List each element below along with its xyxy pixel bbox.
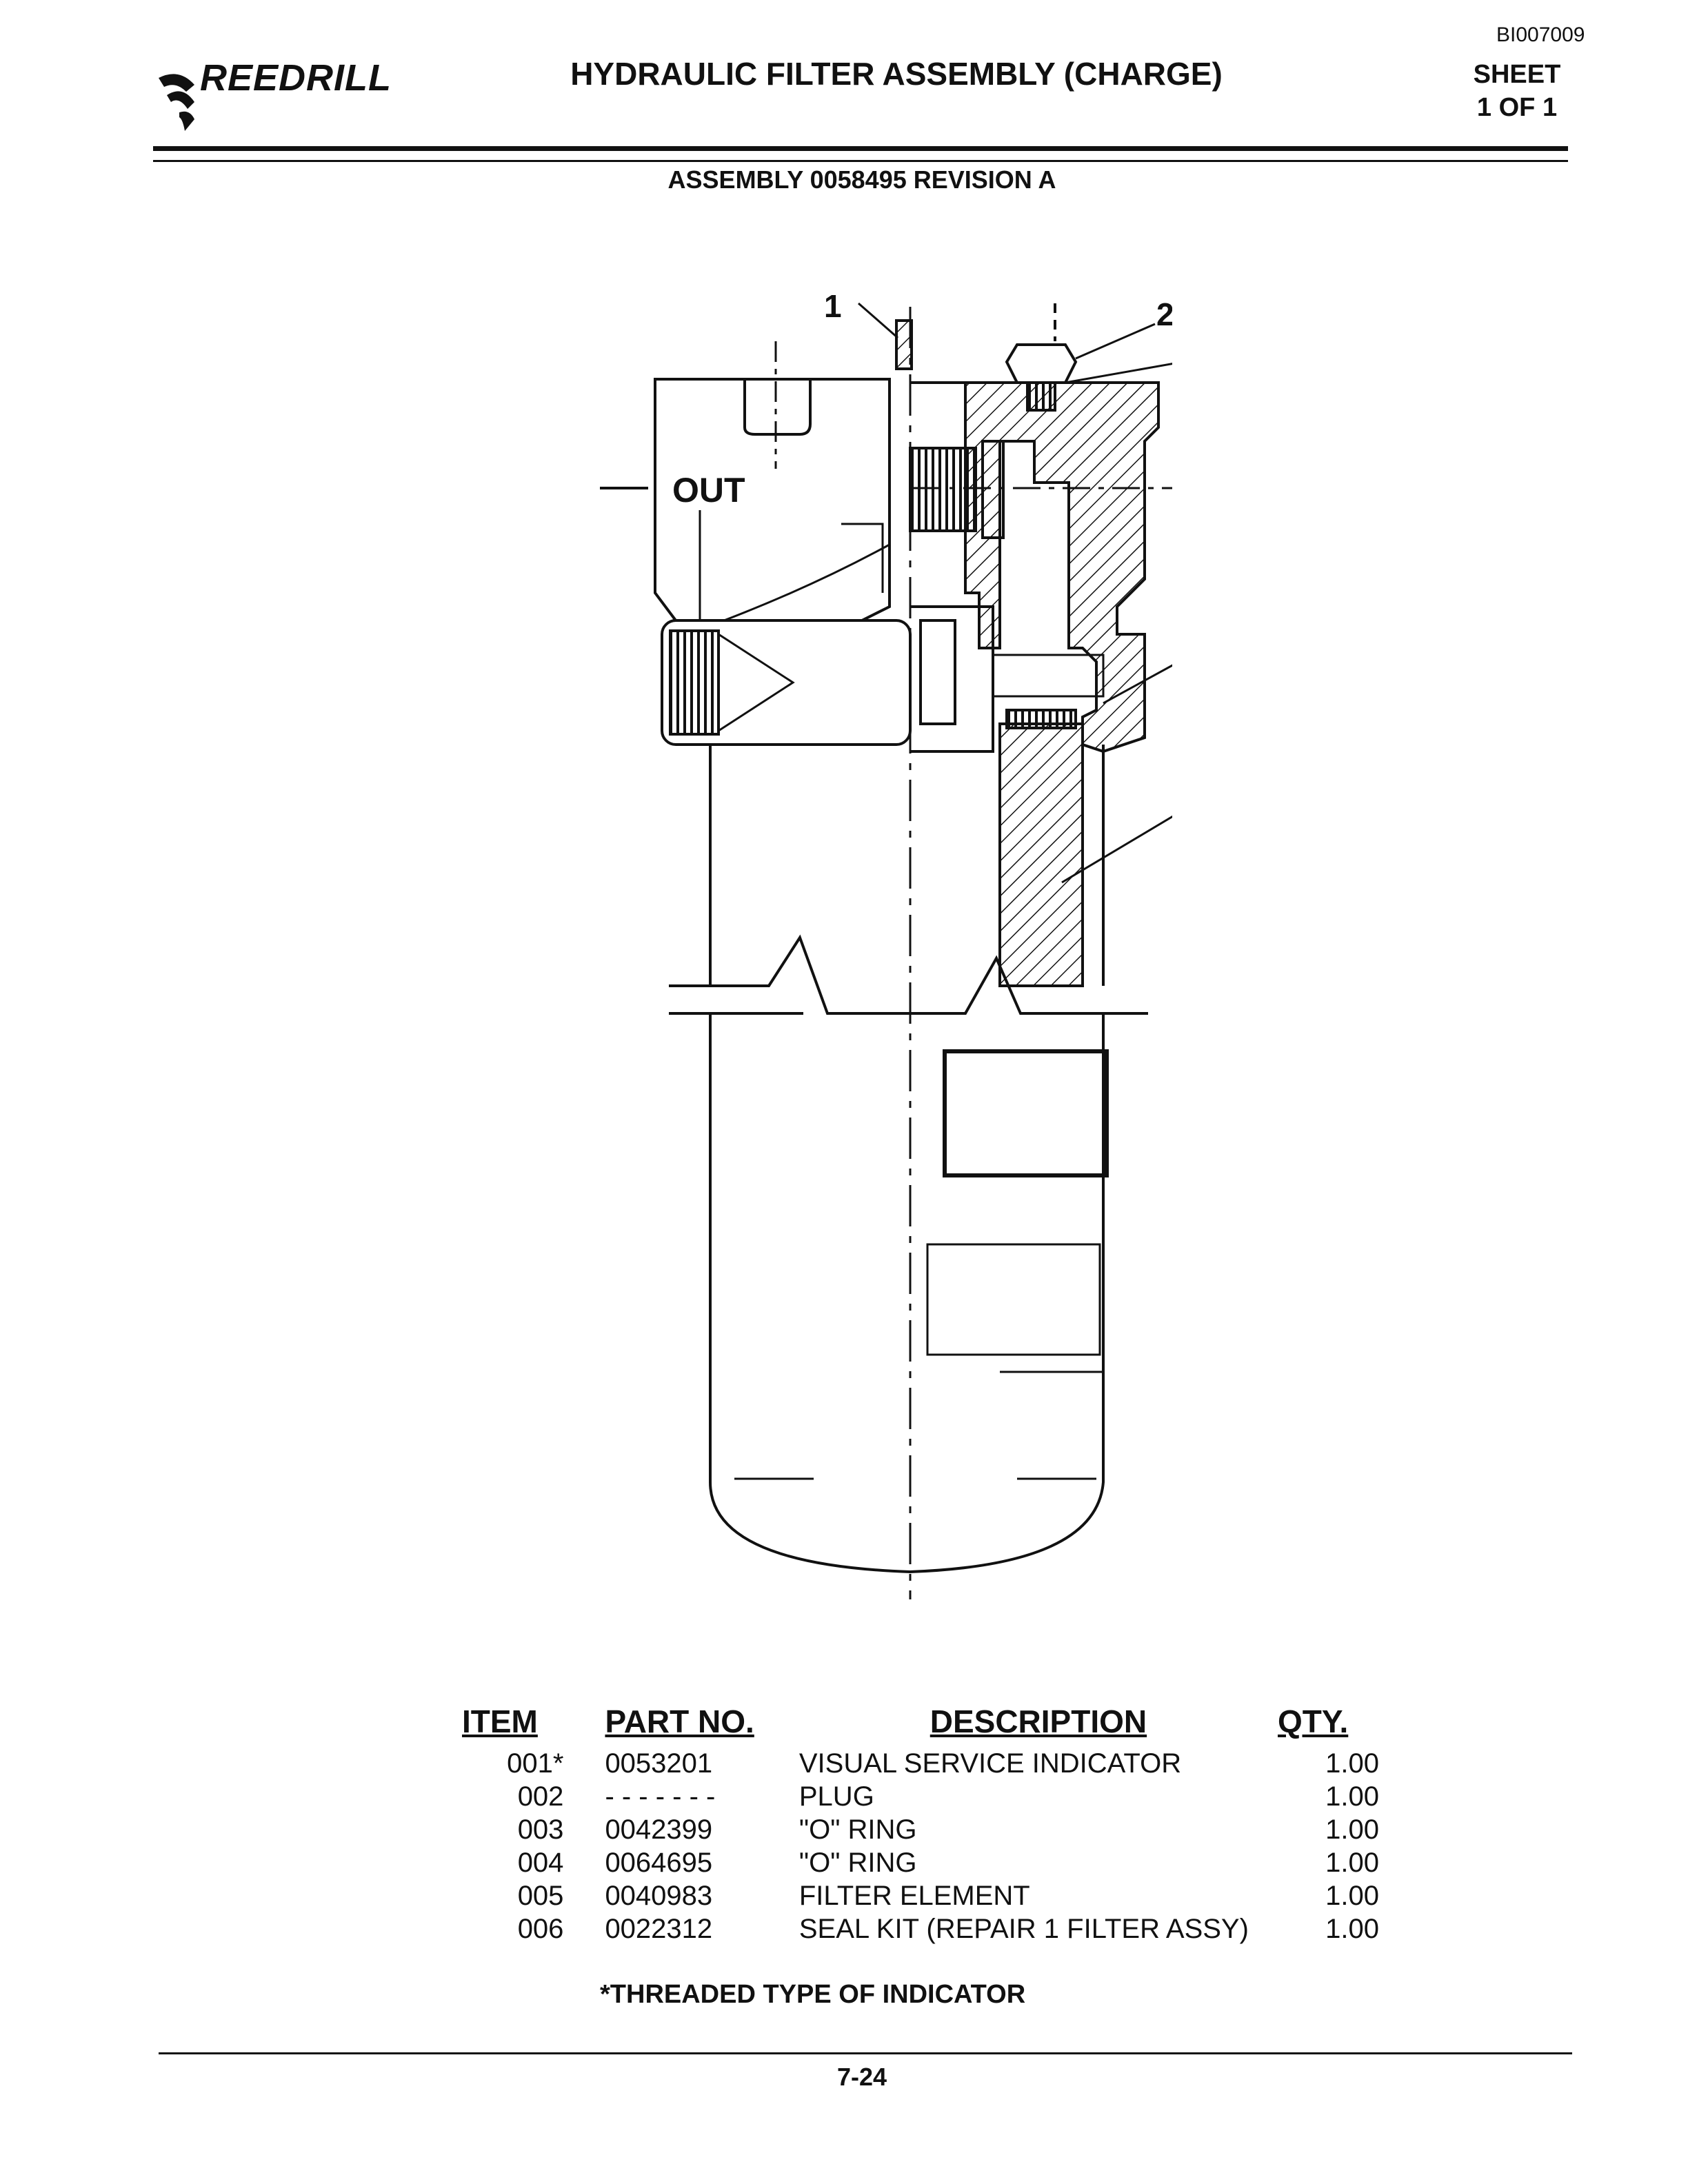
element-o-ring: [1005, 709, 1077, 729]
part-no-cell: 0022312: [605, 1914, 713, 1944]
callout-leader-1: [858, 302, 898, 339]
page-title: HYDRAULIC FILTER ASSEMBLY (CHARGE): [570, 56, 1223, 92]
service-indicator: [895, 319, 913, 370]
header-qty: QTY.: [1278, 1703, 1349, 1739]
sheet-label: SHEET: [1473, 60, 1561, 89]
header-item: ITEM: [462, 1703, 538, 1739]
callout-leader-2: [1075, 323, 1156, 360]
description-cell: VISUAL SERVICE INDICATOR: [798, 1748, 1182, 1779]
callout-leader-3: [1065, 363, 1172, 384]
sheet-number: 1 OF 1: [1476, 93, 1558, 122]
sheet-indicator: SHEET 1 OF 1: [1455, 58, 1579, 124]
filter-element: [998, 722, 1084, 987]
description-cell: PLUG: [798, 1781, 874, 1812]
description-cell: "O" RING: [798, 1848, 917, 1878]
bowl-ring: [661, 619, 912, 746]
table-row: 001* 0053201 VISUAL SERVICE INDICATOR 1.…: [462, 1747, 1379, 1780]
document-id: BI007009: [1496, 23, 1585, 46]
assembly-revision: ASSEMBLY 0058495 REVISION A: [667, 165, 1056, 194]
description-cell: "O" RING: [798, 1814, 917, 1845]
parts-table: ITEM PART NO. DESCRIPTION QTY. 001* 0053…: [462, 1703, 1379, 1945]
drill-bit-icon: [159, 74, 194, 131]
bowl-label: [943, 1049, 1109, 1177]
break-line: [669, 934, 1148, 1015]
callout-leader-5: [1061, 815, 1172, 884]
filter-assembly-drawing: OUT 1 2 3 4 5: [600, 288, 1172, 1599]
qty-cell: 1.00: [1325, 1914, 1379, 1944]
parts-table-header: ITEM PART NO. DESCRIPTION QTY.: [462, 1703, 1379, 1747]
table-row: 002 - - - - - - - PLUG 1.00: [462, 1780, 1379, 1813]
table-row: 005 0040983 FILTER ELEMENT 1.00: [462, 1879, 1379, 1912]
callout-2: 2: [1156, 296, 1172, 332]
qty-cell: 1.00: [1325, 1814, 1379, 1845]
logo-text: REEDRILL: [200, 57, 392, 99]
qty-cell: 1.00: [1325, 1748, 1379, 1779]
part-no-cell: - - - - - - -: [605, 1781, 716, 1812]
callout-1: 1: [824, 288, 842, 324]
page-number: 7-24: [836, 2063, 887, 2091]
item-cell: 006: [517, 1914, 564, 1944]
footer-rule: [159, 2052, 1572, 2054]
plug: [1005, 343, 1078, 384]
table-row: 003 0042399 "O" RING 1.00: [462, 1813, 1379, 1846]
filter-bowl: [709, 745, 1105, 986]
footnote: *THREADED TYPE OF INDICATOR: [600, 1980, 1026, 2009]
callout-leader-4: [1103, 664, 1172, 705]
parts-list: ITEM PART NO. DESCRIPTION QTY. 001* 0053…: [462, 1703, 1379, 1945]
out-port-label: OUT: [672, 471, 745, 509]
qty-cell: 1.00: [1325, 1848, 1379, 1878]
plug-o-ring: [1026, 381, 1056, 412]
header-rule: [153, 146, 1568, 151]
table-row: 004 0064695 "O" RING 1.00: [462, 1846, 1379, 1879]
header-description: DESCRIPTION: [930, 1703, 1147, 1739]
qty-cell: 1.00: [1325, 1781, 1379, 1812]
item-cell: 003: [517, 1814, 564, 1845]
description-cell: FILTER ELEMENT: [798, 1881, 1030, 1911]
reedrill-logo: [159, 74, 194, 131]
bypass-spring: [909, 447, 977, 532]
table-row: 006 0022312 SEAL KIT (REPAIR 1 FILTER AS…: [462, 1912, 1379, 1945]
description-cell: SEAL KIT (REPAIR 1 FILTER ASSY): [798, 1914, 1249, 1944]
header-part-no: PART NO.: [605, 1703, 754, 1739]
item-cell: 002: [517, 1781, 564, 1812]
item-cell: 001*: [507, 1748, 564, 1779]
part-no-cell: 0053201: [605, 1748, 713, 1779]
item-cell: 005: [517, 1881, 564, 1911]
item-cell: 004: [517, 1848, 564, 1878]
part-no-cell: 0040983: [605, 1881, 713, 1911]
part-no-cell: 0042399: [605, 1814, 713, 1845]
part-no-cell: 0064695: [605, 1848, 713, 1878]
header-rule-thin: [153, 160, 1568, 162]
qty-cell: 1.00: [1325, 1881, 1379, 1911]
